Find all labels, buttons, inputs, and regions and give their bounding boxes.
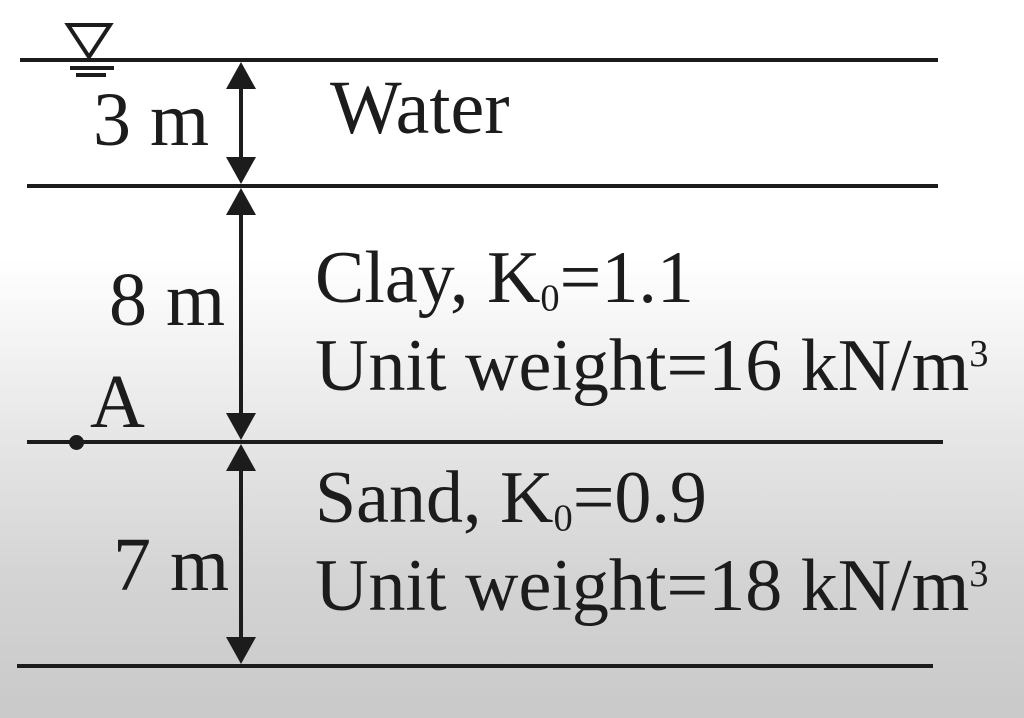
- clay-depth-label: 8 m: [109, 258, 226, 342]
- cubed-superscript: 3: [969, 333, 989, 376]
- water-depth-arrow: [226, 62, 256, 184]
- arrow-down-icon: [226, 637, 256, 664]
- sand-depth-arrow: [226, 444, 256, 664]
- clay-title-line: Clay, K0=1.1: [315, 234, 989, 322]
- arrow-up-icon: [226, 444, 256, 471]
- clay-k0-value: =1.1: [559, 237, 694, 319]
- clay-title-text: Clay, K: [315, 237, 541, 319]
- clay-sand-boundary-line: [27, 440, 943, 444]
- water-depth-label: 3 m: [93, 78, 210, 162]
- arrow-down-icon: [226, 413, 256, 440]
- point-a-label: A: [90, 360, 145, 444]
- arrow-up-icon: [226, 62, 256, 89]
- clay-layer-annotation: Clay, K0=1.1 Unit weight=16 kN/m3: [315, 234, 989, 410]
- arrow-down-icon: [226, 157, 256, 184]
- sand-unit-weight-line: Unit weight=18 kN/m3: [315, 542, 989, 630]
- water-table-icon: [64, 23, 114, 77]
- clay-unit-weight-text: Unit weight=16 kN/m: [315, 325, 970, 407]
- arrow-up-icon: [226, 188, 256, 215]
- sand-depth-label: 7 m: [113, 523, 230, 607]
- sand-k0-value: =0.9: [572, 457, 707, 539]
- cubed-superscript: 3: [969, 553, 989, 596]
- clay-unit-weight-line: Unit weight=16 kN/m3: [315, 322, 989, 410]
- water-layer-label: Water: [330, 66, 510, 150]
- point-a-marker: [69, 435, 84, 450]
- clay-depth-arrow: [226, 188, 256, 440]
- sand-unit-weight-text: Unit weight=18 kN/m: [315, 545, 970, 627]
- k0-subscript: 0: [540, 277, 560, 320]
- water-surface-line: [20, 58, 938, 62]
- k0-subscript: 0: [553, 497, 573, 540]
- sand-title-text: Sand, K: [315, 457, 554, 539]
- sand-layer-annotation: Sand, K0=0.9 Unit weight=18 kN/m3: [315, 454, 989, 630]
- water-clay-boundary-line: [27, 184, 938, 188]
- sand-title-line: Sand, K0=0.9: [315, 454, 989, 542]
- bottom-boundary-line: [17, 664, 933, 668]
